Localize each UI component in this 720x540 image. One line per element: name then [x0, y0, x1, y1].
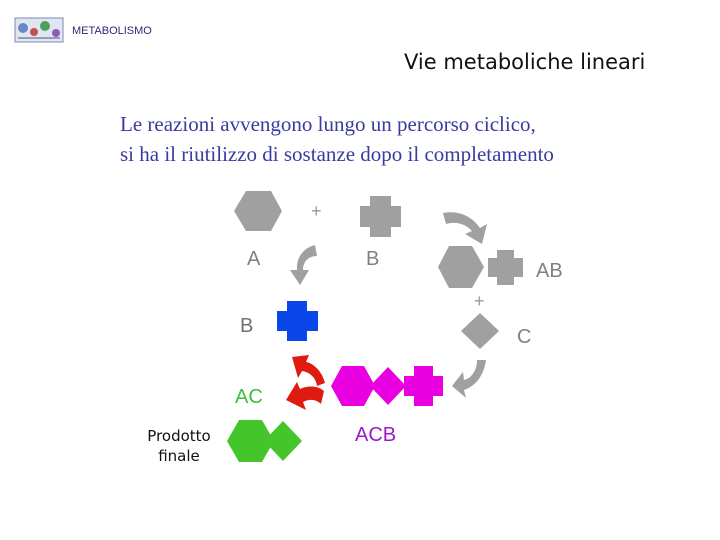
- complex-acb-diamond: [370, 367, 406, 405]
- arrow-to-acb-icon: [452, 360, 486, 398]
- complex-ab-hexagon: [438, 246, 484, 288]
- complex-acb-cross: [404, 366, 443, 406]
- final-product-line-1: Prodotto: [147, 427, 211, 445]
- metabolism-logo-icon: [14, 17, 64, 43]
- arrow-to-ab-icon: [443, 212, 487, 244]
- red-arrow-lower-icon: [286, 382, 324, 410]
- arrow-a-b-icon: [290, 245, 317, 285]
- description-line-1: Le reazioni avvengono lungo un percorso …: [120, 112, 536, 136]
- description-line-2: si ha il riutilizzo di sostanze dopo il …: [120, 142, 554, 166]
- molecule-a-hexagon: [234, 191, 282, 231]
- label-b-left: B: [240, 315, 254, 337]
- molecule-b-top-cross: [360, 196, 401, 237]
- label-b-top: B: [366, 248, 380, 270]
- final-product-line-2: finale: [158, 447, 200, 465]
- final-product-label: Prodotto finale: [143, 426, 215, 466]
- slide-title: Vie metaboliche lineari: [404, 50, 646, 74]
- complex-acb-hexagon: [331, 366, 375, 406]
- label-ac: AC: [235, 386, 263, 408]
- molecule-c-diamond: [461, 313, 499, 349]
- plus-sign-right: +: [474, 291, 485, 311]
- final-product-hexagon: [227, 420, 274, 462]
- label-acb: ACB: [355, 424, 397, 446]
- label-c: C: [517, 326, 532, 348]
- complex-ab-cross: [488, 250, 523, 285]
- molecule-b-blue-cross: [277, 301, 318, 341]
- final-product-diamond: [264, 421, 302, 461]
- red-arrow-upper-icon: [292, 355, 325, 386]
- plus-sign-top: +: [311, 201, 322, 221]
- label-ab: AB: [536, 260, 563, 282]
- label-a: A: [247, 248, 261, 270]
- app-title: METABOLISMO: [72, 25, 152, 37]
